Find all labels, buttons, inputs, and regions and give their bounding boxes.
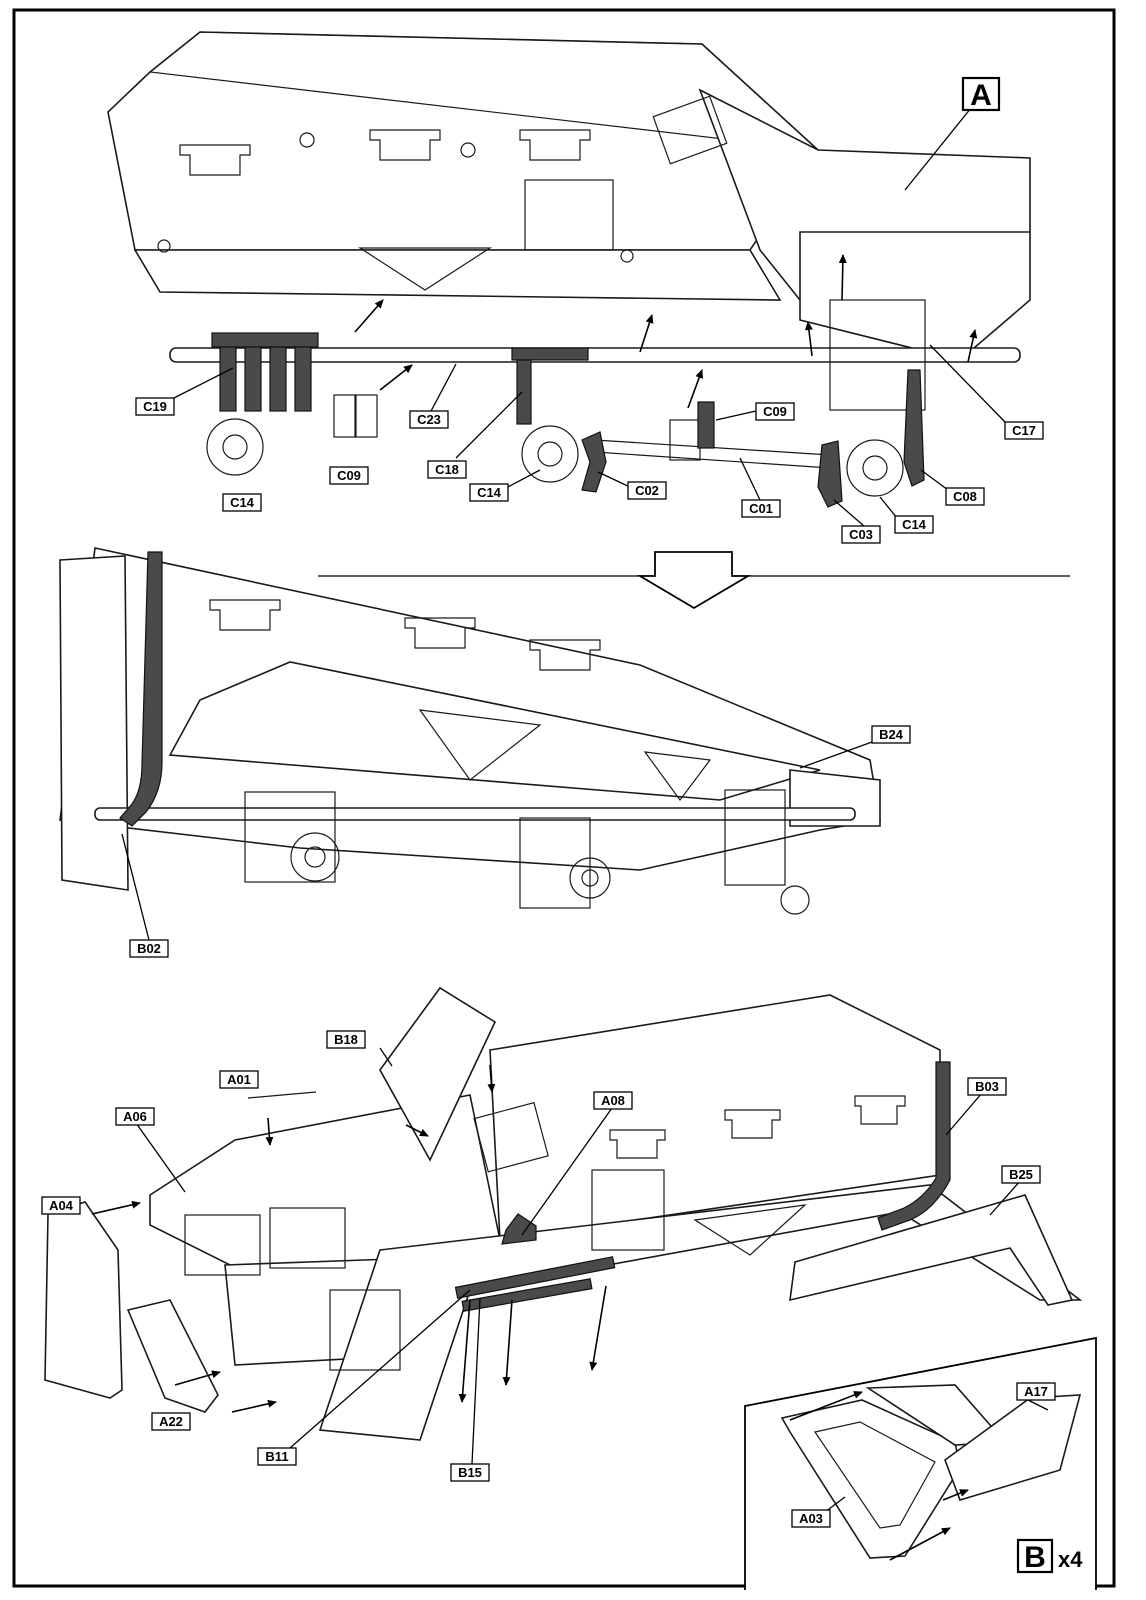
b25-part [789, 1194, 1074, 1306]
step-transition-arrow [318, 551, 1070, 610]
svg-text:A04: A04 [49, 1198, 74, 1213]
c02-part [581, 431, 607, 493]
part-label-c03: C03 [841, 525, 881, 544]
part-label-b03: B03 [967, 1077, 1007, 1096]
step1-arrows [354, 254, 978, 409]
step3-arrows [91, 1064, 607, 1413]
step1-hull-view [107, 31, 1031, 508]
part-label-c17: C17 [1004, 421, 1044, 440]
part-label-b15: B15 [450, 1463, 490, 1482]
svg-text:B25: B25 [1009, 1167, 1033, 1182]
part-label-c23: C23 [409, 410, 449, 429]
svg-text:C02: C02 [635, 483, 659, 498]
b02-part [119, 551, 163, 827]
svg-text:C23: C23 [417, 412, 441, 427]
svg-text:A06: A06 [123, 1109, 147, 1124]
svg-text:A03: A03 [799, 1511, 823, 1526]
svg-text:C08: C08 [953, 489, 977, 504]
svg-text:C03: C03 [849, 527, 873, 542]
svg-text:A: A [970, 79, 992, 112]
part-label-c14-left: C14 [222, 493, 262, 512]
part-label-b18: B18 [326, 1030, 366, 1049]
part-label-c14-right: C14 [894, 515, 934, 534]
step3-hull-view [44, 986, 1083, 1441]
svg-text:C09: C09 [337, 468, 361, 483]
step2-hull-view [59, 547, 881, 915]
part-label-b02: B02 [129, 939, 169, 958]
svg-text:C19: C19 [143, 399, 167, 414]
svg-text:A22: A22 [159, 1414, 183, 1429]
svg-text:B18: B18 [334, 1032, 358, 1047]
svg-text:C14: C14 [477, 485, 502, 500]
part-label-b25: B25 [1001, 1165, 1041, 1184]
part-label-a08: A08 [593, 1091, 633, 1110]
a22-part [126, 1299, 219, 1413]
svg-text:B03: B03 [975, 1079, 999, 1094]
part-label-a17: A17 [1016, 1382, 1056, 1401]
part-label-c19: C19 [135, 397, 175, 416]
part-label-c02: C02 [627, 481, 667, 500]
svg-text:B: B [1024, 1541, 1046, 1574]
c18-part [511, 347, 589, 361]
svg-text:C14: C14 [230, 495, 255, 510]
svg-text:A17: A17 [1024, 1384, 1048, 1399]
svg-text:A08: A08 [601, 1093, 625, 1108]
b11-part [454, 1256, 616, 1299]
multiplier-label: x4 [1058, 1547, 1083, 1572]
part-label-c09-left: C09 [329, 466, 369, 485]
svg-text:C14: C14 [902, 517, 927, 532]
svg-text:A01: A01 [227, 1072, 251, 1087]
part-label-a06: A06 [115, 1107, 155, 1126]
step1-leaders [169, 107, 1006, 527]
svg-text:B11: B11 [265, 1449, 288, 1464]
part-label-c14-middle: C14 [469, 483, 509, 502]
part-label-a03: A03 [791, 1509, 831, 1528]
c08-part [903, 369, 925, 487]
sub-assembly-box [744, 1336, 1097, 1590]
c09-part [697, 401, 715, 449]
part-label-a01: A01 [219, 1070, 259, 1089]
svg-text:B02: B02 [137, 941, 161, 956]
b03-part [877, 1061, 951, 1231]
svg-text:C01: C01 [749, 501, 773, 516]
part-label-a04: A04 [41, 1196, 81, 1215]
a08-part [501, 1213, 537, 1245]
step3-leaders [135, 1047, 1022, 1465]
a04-part [44, 1201, 123, 1399]
b15-part [461, 1278, 593, 1312]
svg-text:B15: B15 [458, 1465, 482, 1480]
big-label-a: A [961, 76, 1001, 112]
part-label-b24: B24 [871, 725, 911, 744]
svg-text:C09: C09 [763, 404, 787, 419]
part-label-c18: C18 [427, 460, 467, 479]
part-label-b11: B11 [257, 1447, 297, 1466]
c19-part [211, 332, 319, 348]
page-border [12, 8, 1116, 1588]
a17-part [944, 1394, 1082, 1501]
part-label-c01: C01 [741, 499, 781, 518]
svg-text:C18: C18 [435, 462, 459, 477]
svg-text:B24: B24 [879, 727, 904, 742]
svg-text:C17: C17 [1012, 423, 1036, 438]
part-label-a22: A22 [151, 1412, 191, 1431]
big-label-b: B x4 [1016, 1538, 1083, 1574]
c03-part [817, 440, 843, 508]
step2-leaders [121, 741, 873, 945]
part-label-c08: C08 [945, 487, 985, 506]
part-label-c09-right: C09 [755, 402, 795, 421]
